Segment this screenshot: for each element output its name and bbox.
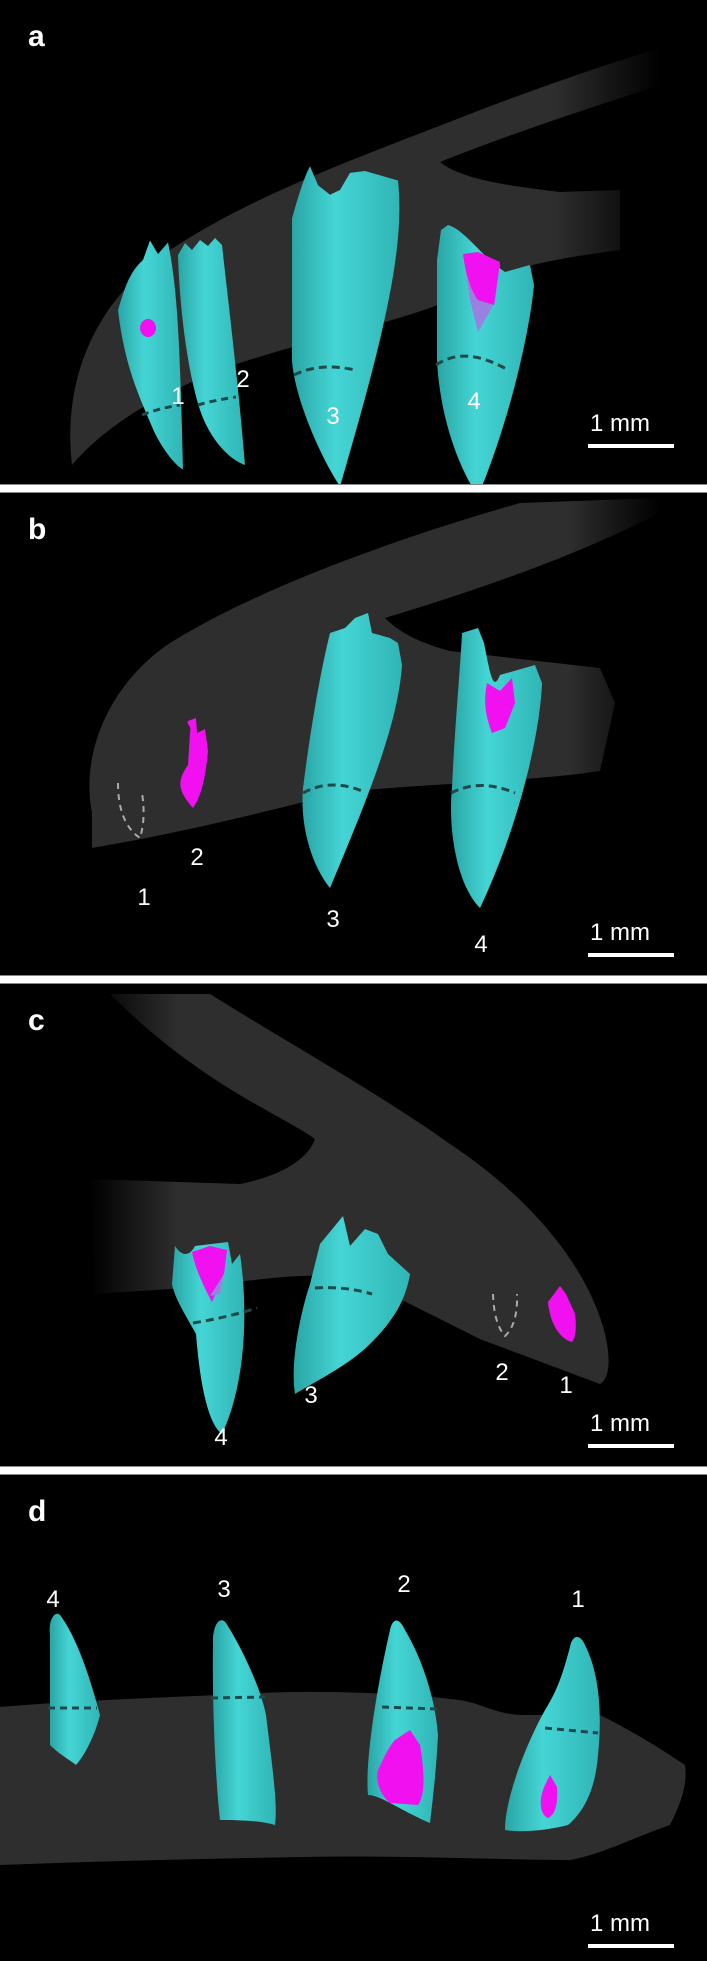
- scale-bar-label: 1 mm: [590, 1910, 650, 1937]
- scale-bar: [588, 1444, 674, 1448]
- tooth-number-1: 1: [171, 383, 185, 410]
- tooth-2: [178, 238, 245, 465]
- panel-b-illustration: [89, 498, 661, 908]
- tooth-number-2: 2: [190, 844, 204, 871]
- scale-bar-label: 1 mm: [590, 410, 650, 437]
- panel-a-illustration: [70, 48, 660, 484]
- tooth-number-4: 4: [474, 931, 488, 958]
- tooth-number-4: 4: [46, 1586, 60, 1613]
- panel-label-d: d: [28, 1495, 47, 1528]
- tooth-1: [505, 1636, 600, 1832]
- tooth-number-4: 4: [467, 388, 481, 415]
- panel-separator: [0, 975, 707, 984]
- tooth-number-2: 2: [397, 1571, 411, 1598]
- tooth-number-1: 1: [571, 1586, 585, 1613]
- jaw-silhouette: [90, 994, 609, 1384]
- tooth-1-outline: [117, 782, 145, 840]
- panel-a: a 1 2 3 4 1 mm: [0, 0, 707, 484]
- panel-c-illustration: [90, 994, 609, 1434]
- tooth-number-2: 2: [236, 366, 250, 393]
- panel-label-c: c: [28, 1004, 45, 1037]
- tooth-4: [172, 1242, 258, 1434]
- panel-d: d 4 3 2 1 1 mm: [0, 1475, 707, 1961]
- tooth-number-4: 4: [214, 1424, 228, 1451]
- tooth-number-2: 2: [495, 1359, 509, 1386]
- tooth-3: [302, 613, 402, 888]
- tooth-3: [292, 166, 400, 484]
- tooth-1: [118, 240, 183, 470]
- tooth-number-3: 3: [304, 1382, 318, 1409]
- tooth-number-3: 3: [217, 1576, 231, 1603]
- tooth-number-1: 1: [137, 884, 151, 911]
- panel-b: b 1 2 3 4 1 mm: [0, 493, 707, 975]
- tooth-2-outline: [492, 1293, 519, 1338]
- tooth-4: [450, 628, 542, 908]
- tooth-2: [367, 1620, 438, 1823]
- scale-bar: [588, 953, 674, 957]
- panel-separator: [0, 1466, 707, 1475]
- scale-bar-label: 1 mm: [590, 1410, 650, 1437]
- scale-bar: [588, 1944, 674, 1948]
- tooth-number-3: 3: [326, 403, 340, 430]
- panel-label-b: b: [28, 513, 47, 546]
- tooth-number-1: 1: [559, 1372, 573, 1399]
- tooth-4: [48, 1613, 100, 1765]
- panel-c: c 4 3 2 1 1 mm: [0, 984, 707, 1466]
- tooth-2-replacement: [180, 718, 208, 808]
- tooth-4: [435, 225, 534, 484]
- tooth-1-replacement: [548, 1286, 576, 1342]
- replacement-tooth: [140, 319, 156, 337]
- panel-label-a: a: [28, 20, 45, 53]
- scale-bar: [588, 444, 674, 448]
- tooth-number-3: 3: [326, 906, 340, 933]
- panel-d-illustration: [0, 1613, 686, 1865]
- panel-separator: [0, 484, 707, 493]
- tooth-3: [210, 1620, 276, 1825]
- tooth-3: [293, 1216, 410, 1394]
- scale-bar-label: 1 mm: [590, 919, 650, 946]
